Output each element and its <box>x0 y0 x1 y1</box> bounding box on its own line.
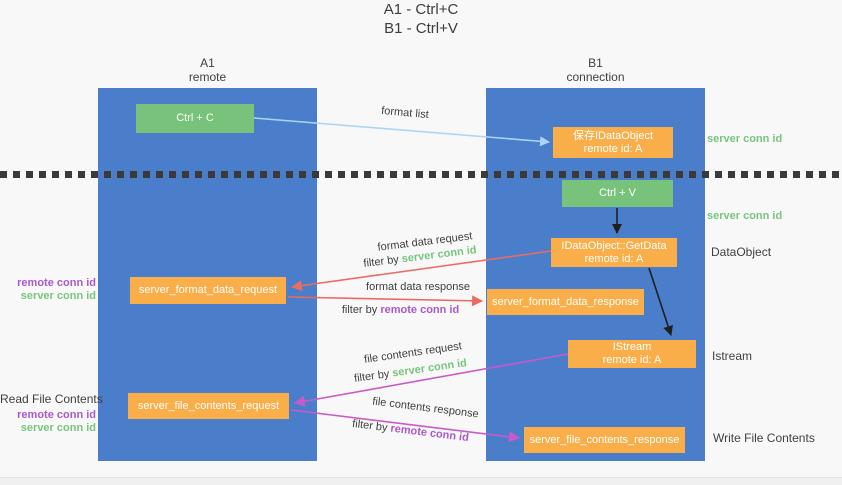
lifeline-header-a1: A1 remote <box>98 56 317 84</box>
format-data-response-arrow <box>287 295 484 307</box>
remote-conn-id-text: remote conn id <box>17 409 96 421</box>
file-contents-response-label: file contents response <box>368 395 484 421</box>
ctrl-c-label: Ctrl + C <box>176 112 214 124</box>
filter-by-remote-conn-id-label-2: filter by remote conn id <box>348 417 474 444</box>
lifeline-b1-role: connection <box>566 70 625 84</box>
filter-by-text: filter by <box>351 417 389 435</box>
istream-node: IStream remote id: A <box>568 340 696 368</box>
ctrl-c-node: Ctrl + C <box>136 104 254 133</box>
server-format-data-response-label: server_format_data_response <box>492 295 639 308</box>
server-conn-id-text: server conn id <box>391 357 468 380</box>
lifeline-b1-name: B1 <box>588 56 603 70</box>
lifeline-header-b1: B1 connection <box>486 56 705 84</box>
istream-line2: remote id: A <box>602 354 662 366</box>
server-format-data-request-label: server_format_data_request <box>138 284 278 296</box>
filter-by-text: filter by <box>341 304 378 316</box>
diagram-title: A1 - Ctrl+C B1 - Ctrl+V <box>0 0 842 38</box>
dataobject-text: DataObject <box>711 245 772 259</box>
conn-id-stack-file: remote conn id server conn id <box>0 409 96 435</box>
write-file-contents-text: Write File Contents <box>713 431 815 445</box>
server-conn-id-text: server conn id <box>707 133 783 145</box>
window-bottom-edge <box>0 477 842 485</box>
server-conn-id-side-label-1: server conn id <box>707 133 782 145</box>
lifeline-a1-role: remote <box>188 70 227 84</box>
server-conn-id-text: server conn id <box>20 422 96 434</box>
write-file-contents-label: Write File Contents <box>713 431 815 445</box>
title-line-1: A1 - Ctrl+C <box>383 1 459 18</box>
getdata-node: IDataObject::GetData remote id: A <box>551 238 677 267</box>
save-dataobject-node: 保存IDataObject remote id: A <box>553 127 673 158</box>
save-dataobject-line2: remote id: A <box>583 142 643 155</box>
server-conn-id-text: server conn id <box>707 210 783 222</box>
format-list-label: format list <box>345 102 466 124</box>
istream-side-label: Istream <box>712 349 752 363</box>
file-contents-response-text: file contents response <box>371 395 480 421</box>
server-conn-id-side-label-2: server conn id <box>707 210 782 222</box>
filter-by-remote-conn-id-label-1: filter by remote conn id <box>338 304 463 316</box>
server-conn-id-text: server conn id <box>20 290 96 302</box>
istream-text: Istream <box>712 349 753 363</box>
format-list-text: format list <box>380 104 430 122</box>
server-format-data-request-node: server_format_data_request <box>130 277 286 304</box>
getdata-line1: IDataObject::GetData <box>561 239 667 252</box>
ctrl-v-node: Ctrl + V <box>562 180 673 207</box>
remote-conn-id-text: remote conn id <box>380 304 460 316</box>
read-file-contents-text: Read File Contents <box>0 392 103 406</box>
server-file-contents-request-label: server_file_contents_request <box>137 399 280 412</box>
format-data-response-label: format data response <box>358 281 478 293</box>
ctrl-v-label: Ctrl + V <box>599 187 636 199</box>
lifeline-a1-name: A1 <box>200 56 215 70</box>
istream-line1: IStream <box>612 341 652 353</box>
remote-conn-id-text: remote conn id <box>17 277 96 289</box>
dotted-divider-line <box>0 171 842 178</box>
format-data-response-text: format data response <box>366 281 470 293</box>
conn-id-stack-format: remote conn id server conn id <box>0 277 96 303</box>
remote-conn-id-text: remote conn id <box>389 422 470 445</box>
server-format-data-response-node: server_format_data_response <box>487 289 644 315</box>
read-file-contents-label: Read File Contents <box>0 392 103 406</box>
server-file-contents-request-node: server_file_contents_request <box>128 393 289 419</box>
server-file-contents-response-label: server_file_contents_response <box>529 433 680 446</box>
dataobject-side-label: DataObject <box>711 245 771 259</box>
title-line-2: B1 - Ctrl+V <box>384 20 458 37</box>
filter-by-text: filter by <box>353 368 391 385</box>
server-file-contents-response-node: server_file_contents_response <box>524 427 685 453</box>
filter-by-text: filter by <box>362 253 400 270</box>
save-dataobject-line1: 保存IDataObject <box>572 129 654 142</box>
getdata-line2: remote id: A <box>584 252 644 265</box>
